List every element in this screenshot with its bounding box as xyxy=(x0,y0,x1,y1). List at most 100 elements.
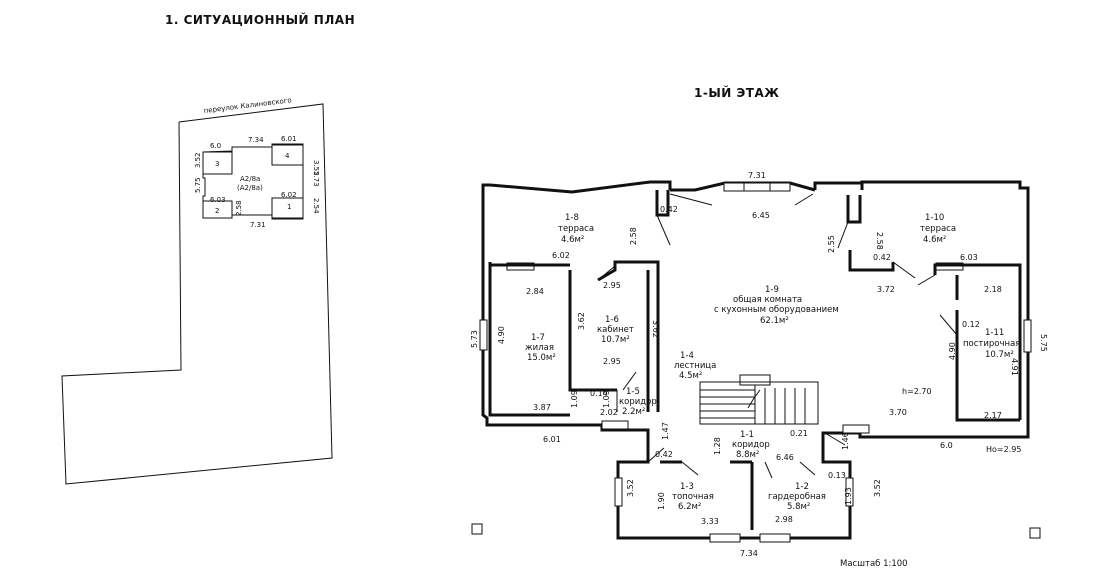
svg-text:6.46: 6.46 xyxy=(776,453,794,462)
svg-text:2.02: 2.02 xyxy=(600,408,618,417)
terrace-edge xyxy=(656,214,671,246)
window xyxy=(601,420,629,430)
svg-text:1.93: 1.93 xyxy=(844,487,853,505)
dim-label: 7.34 xyxy=(248,136,264,144)
room-label-1-5: 1-5 коридор 2.2м² xyxy=(619,387,657,417)
door-swing xyxy=(892,261,916,279)
svg-text:лестница: лестница xyxy=(674,361,716,371)
terrace-pier-left xyxy=(655,190,670,217)
room-label-1-4: 1-4 лестница 4.5м² xyxy=(674,351,716,381)
situation-plan-title: 1. СИТУАЦИОННЫЙ ПЛАН xyxy=(165,12,355,27)
dim-label: 5.75 xyxy=(194,177,202,193)
svg-text:2.84: 2.84 xyxy=(526,287,544,296)
svg-text:4.6м²: 4.6м² xyxy=(923,235,946,245)
ho-label: Ho=2.95 xyxy=(986,445,1021,454)
svg-text:6.45: 6.45 xyxy=(752,211,770,220)
svg-text:1.28: 1.28 xyxy=(713,437,722,455)
svg-text:1-9: 1-9 xyxy=(765,285,779,295)
cell-1-outline xyxy=(271,197,304,219)
svg-text:5.75: 5.75 xyxy=(1039,334,1048,352)
svg-text:1-8: 1-8 xyxy=(565,213,579,223)
svg-text:0.42: 0.42 xyxy=(655,450,673,459)
outer-wall-top-left xyxy=(489,180,672,194)
terrace-edge xyxy=(794,193,814,206)
wall-laundry-left xyxy=(955,310,1020,422)
dim-label: 2.58 xyxy=(235,200,243,216)
svg-text:гардеробная: гардеробная xyxy=(768,492,826,502)
svg-text:топочная: топочная xyxy=(672,492,714,502)
dim-label: 3.52 xyxy=(312,160,320,176)
svg-text:15.0м²: 15.0м² xyxy=(527,353,556,363)
terrace-pier-right xyxy=(846,195,862,224)
svg-text:1-11: 1-11 xyxy=(985,328,1004,338)
dimension-labels-vertical: 2.58 2.58 2.55 5.73 5.75 4.90 4.90 4.91 … xyxy=(470,227,1048,510)
terrace-edge xyxy=(837,221,849,249)
wall-room-17 xyxy=(488,262,570,417)
cell-4: 4 xyxy=(285,152,290,160)
situation-plan: 1. СИТУАЦИОННЫЙ ПЛАН переулок Калиновско… xyxy=(61,12,355,485)
window xyxy=(759,533,791,543)
svg-text:0.12: 0.12 xyxy=(962,320,980,329)
door-swing xyxy=(799,461,816,476)
svg-text:3.62: 3.62 xyxy=(651,320,660,338)
svg-text:3.33: 3.33 xyxy=(701,517,719,526)
svg-text:2.17: 2.17 xyxy=(984,411,1002,420)
svg-text:10.7м²: 10.7м² xyxy=(985,350,1014,360)
cell-2: 2 xyxy=(215,207,219,215)
door-swing xyxy=(622,371,637,391)
dim-label: 6.02 xyxy=(281,191,297,199)
svg-text:коридор: коридор xyxy=(732,440,770,450)
building-label: А2/8а xyxy=(240,175,260,183)
svg-text:4.91: 4.91 xyxy=(1010,358,1019,376)
room-label-1-6: 1-6 кабинет 10.7м² xyxy=(597,315,634,345)
outer-wall-top-right xyxy=(813,181,862,190)
svg-text:3.52: 3.52 xyxy=(873,479,882,497)
svg-text:1-1: 1-1 xyxy=(740,430,754,440)
svg-text:6.2м²: 6.2м² xyxy=(678,502,701,512)
svg-text:с кухонным оборудованием: с кухонным оборудованием xyxy=(714,305,839,315)
svg-text:62.1м²: 62.1м² xyxy=(760,316,789,326)
svg-text:2.58: 2.58 xyxy=(875,232,884,250)
svg-text:кабинет: кабинет xyxy=(597,325,634,335)
window xyxy=(845,477,854,507)
svg-text:1-4: 1-4 xyxy=(680,351,694,361)
svg-text:1.90: 1.90 xyxy=(657,492,666,510)
room-label-1-10: 1-10 терраса 4.6м² xyxy=(920,213,956,245)
svg-text:1.46: 1.46 xyxy=(841,432,850,450)
room-label-1-8: 1-8 терраса 4.6м² xyxy=(558,213,594,245)
svg-text:4.90: 4.90 xyxy=(497,326,506,344)
svg-text:4.6м²: 4.6м² xyxy=(561,235,584,245)
svg-text:2.98: 2.98 xyxy=(775,515,793,524)
building-label-sub: (А2/8а) xyxy=(237,184,263,192)
svg-text:1-6: 1-6 xyxy=(605,315,619,325)
wall-terrace-right xyxy=(848,250,895,272)
dim-label: 6.0 xyxy=(210,142,221,150)
svg-text:3.62: 3.62 xyxy=(577,312,586,330)
svg-text:0.21: 0.21 xyxy=(790,429,808,438)
dim-label: 6.01 xyxy=(281,135,297,143)
terrace-edge xyxy=(669,193,713,206)
floor-plan-title: 1-ЫЙ ЭТАЖ xyxy=(694,85,779,100)
window xyxy=(614,477,623,507)
svg-text:7.34: 7.34 xyxy=(740,549,758,558)
corner-marker xyxy=(1029,527,1041,539)
cell-3: 3 xyxy=(215,160,219,168)
svg-text:6.02: 6.02 xyxy=(552,251,570,260)
svg-text:терраса: терраса xyxy=(920,224,956,234)
cell-3-outline xyxy=(202,151,233,175)
svg-text:6.03: 6.03 xyxy=(960,253,978,262)
svg-text:3.72: 3.72 xyxy=(877,285,895,294)
svg-text:2.2м²: 2.2м² xyxy=(622,407,645,417)
svg-text:жилая: жилая xyxy=(525,343,554,353)
svg-text:общая комната: общая комната xyxy=(733,295,802,305)
door-swing xyxy=(824,432,846,446)
dim-label: 5.73 xyxy=(312,171,320,187)
street-label: переулок Калиновского xyxy=(203,96,292,115)
dim-label: 3.52 xyxy=(194,152,202,168)
window xyxy=(709,533,741,543)
dim-label: 7.31 xyxy=(250,221,266,229)
svg-text:0.42: 0.42 xyxy=(873,253,891,262)
corner-marker xyxy=(471,523,483,535)
dim-label: 2.54 xyxy=(312,198,320,214)
